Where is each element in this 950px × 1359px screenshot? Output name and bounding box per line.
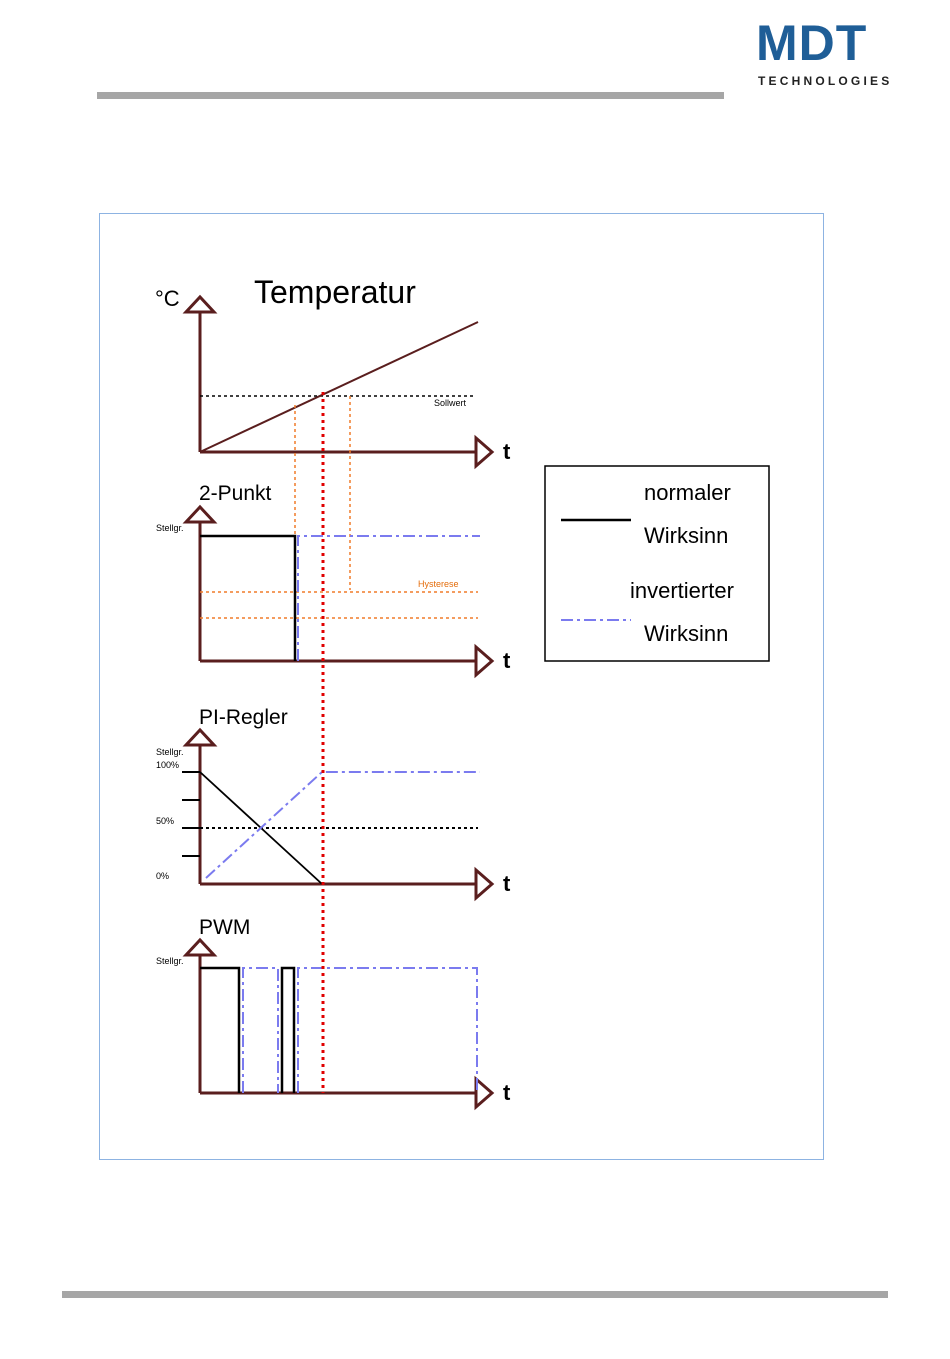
pwm-normal-pulse-2 — [282, 968, 294, 1093]
pwm-axes — [186, 940, 492, 1107]
hysteresis-label: Hysterese — [418, 579, 459, 589]
temp-unit-label: °C — [155, 286, 180, 311]
setpoint-label: Sollwert — [434, 398, 467, 408]
pi-tick-0: 0% — [156, 871, 169, 881]
two-point-normal-output — [200, 536, 295, 661]
section-title-two-point: 2-Punkt — [199, 482, 272, 505]
legend-normal-line1: normaler — [644, 480, 731, 505]
legend-normal-line2: Wirksinn — [644, 523, 728, 548]
temp-time-label: t — [503, 439, 511, 464]
two-point-axes — [186, 507, 492, 675]
pi-axes — [186, 730, 492, 898]
pwm-normal-pulse-1 — [200, 968, 239, 1093]
temperature-ramp — [200, 322, 478, 452]
pi-inverted-output — [206, 772, 480, 878]
pi-stellgr-label: Stellgr. — [156, 747, 184, 757]
pwm-stellgr-label: Stellgr. — [156, 956, 184, 966]
pwm-time-label: t — [503, 1080, 511, 1105]
legend-inverted-line1: invertierter — [630, 578, 734, 603]
section-title-pwm: PWM — [199, 916, 250, 939]
legend-inverted-line2: Wirksinn — [644, 621, 728, 646]
footer-divider — [62, 1291, 888, 1298]
pwm-inverted-pulse-2 — [298, 968, 477, 1093]
two-point-stellgr-label: Stellgr. — [156, 523, 184, 533]
diagram-title: Temperatur — [254, 274, 416, 310]
pi-tick-marks — [182, 772, 200, 856]
pi-tick-50: 50% — [156, 816, 174, 826]
section-title-pi: PI-Regler — [199, 706, 288, 729]
pi-time-label: t — [503, 871, 511, 896]
temp-axes — [186, 297, 492, 466]
two-point-time-label: t — [503, 648, 511, 673]
pi-tick-100: 100% — [156, 760, 179, 770]
pwm-inverted-pulse-1 — [243, 968, 278, 1093]
two-point-inverted-output — [298, 536, 480, 661]
